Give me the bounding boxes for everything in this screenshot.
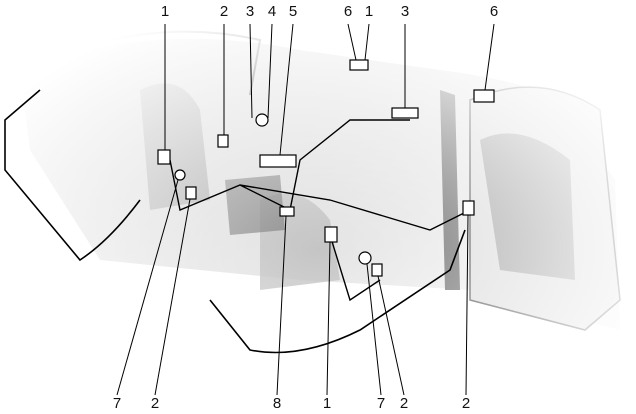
- callout-1: 1: [322, 395, 332, 412]
- callout-4: 4: [267, 3, 277, 20]
- callout-3: 3: [400, 3, 410, 20]
- sensor-components: [157, 59, 495, 277]
- callout-6: 6: [489, 3, 499, 20]
- callout-1: 1: [160, 3, 170, 20]
- cabin-outline-rear: [209, 229, 466, 354]
- callout-2: 2: [219, 3, 229, 20]
- callout-7: 7: [376, 395, 386, 412]
- callout-3: 3: [245, 3, 255, 20]
- leader-lines: [116, 23, 495, 396]
- callout-1: 1: [364, 3, 374, 20]
- cabin-outline-front: [4, 89, 141, 262]
- callout-8: 8: [272, 395, 282, 412]
- callout-2: 2: [150, 395, 160, 412]
- callout-2: 2: [461, 395, 471, 412]
- callout-7: 7: [112, 395, 122, 412]
- harness: [169, 119, 471, 302]
- callout-6: 6: [343, 3, 353, 20]
- callout-5: 5: [288, 3, 298, 20]
- callout-2: 2: [399, 395, 409, 412]
